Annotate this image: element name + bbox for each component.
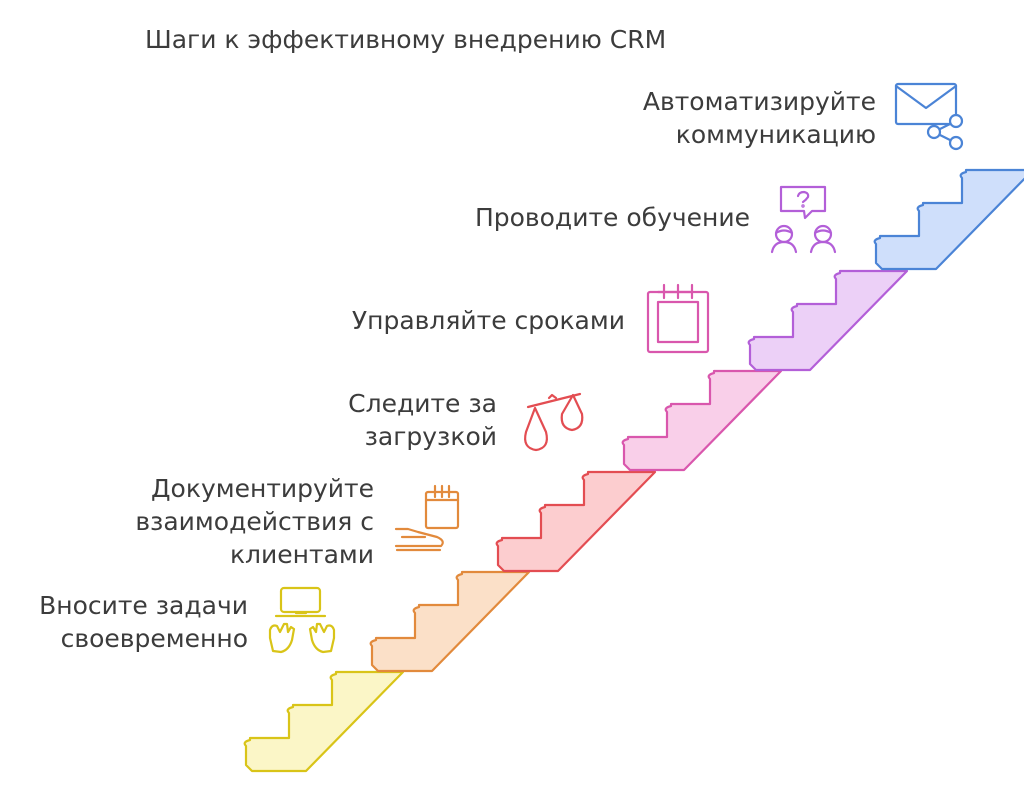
- step-3-label-line-1: Следите за: [348, 389, 497, 418]
- balance-scale-icon: [524, 392, 584, 452]
- stair-segment-2: [369, 570, 531, 673]
- step-3-label-line-2: загрузкой: [365, 422, 497, 451]
- step-6-label-line-1: Автоматизируйте: [643, 87, 876, 116]
- step-4-label: Управляйте сроками: [352, 306, 625, 335]
- step-2-label-line-1: Документируйте: [151, 474, 374, 503]
- step-5-label-line-1: Проводите обучение: [475, 203, 750, 232]
- envelope-share-icon: [894, 82, 964, 151]
- step-2-label-line-2: взаимодействия с: [135, 507, 374, 536]
- calendar-icon: [646, 283, 710, 354]
- step-1-label-line-1: Вносите задачи: [39, 591, 248, 620]
- step-2-label-line-3: клиентами: [230, 540, 374, 569]
- step-2-label: Документируйте взаимодействия с клиентам…: [135, 474, 374, 569]
- people-question-icon: [770, 185, 837, 254]
- calendar-handshake-icon: [394, 484, 460, 552]
- diagram-title: Шаги к эффективному внедрению CRM: [145, 25, 666, 54]
- stair-segment-5: [747, 269, 909, 372]
- stair-segment-3: [495, 470, 657, 573]
- step-1-label: Вносите задачи своевременно: [39, 591, 248, 653]
- staircase: [243, 168, 1024, 773]
- stair-segment-1: [243, 670, 405, 773]
- step-5-label: Проводите обучение: [475, 203, 750, 232]
- stair-segment-4: [621, 369, 783, 472]
- step-6-label-line-2: коммуникацию: [676, 120, 876, 149]
- step-3-label: Следите за загрузкой: [348, 389, 497, 451]
- stair-segment-6: [873, 168, 1024, 271]
- step-6-label: Автоматизируйте коммуникацию: [643, 87, 876, 149]
- step-4-label-line-1: Управляйте сроками: [352, 306, 625, 335]
- laptop-hands-icon: [268, 586, 336, 654]
- step-1-label-line-2: своевременно: [61, 624, 248, 653]
